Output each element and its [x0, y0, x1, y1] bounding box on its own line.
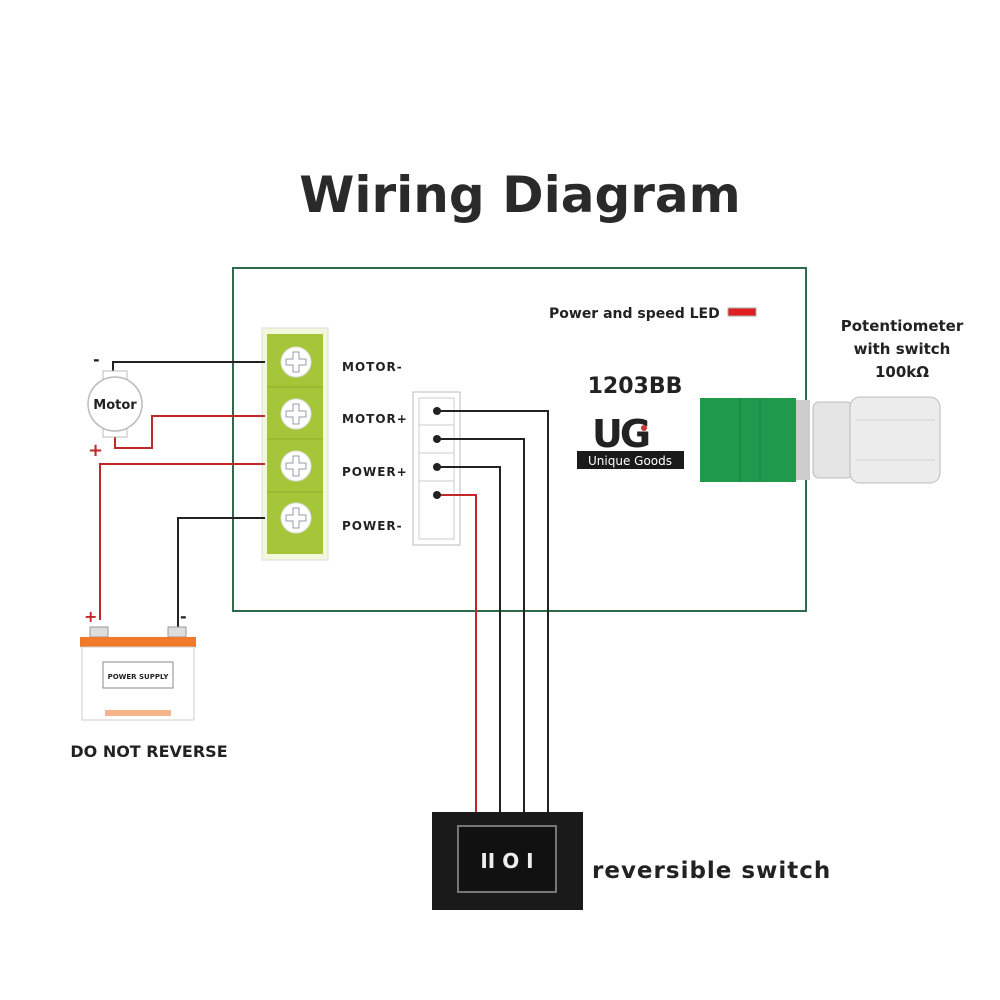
screw-cross-icon: [285, 351, 307, 373]
diagram-title: Wiring Diagram: [299, 166, 741, 224]
potentiometer-label-line1: Potentiometer: [841, 317, 964, 335]
battery-minus-sign: -: [180, 607, 187, 626]
led-label: Power and speed LED: [549, 306, 720, 322]
screw-cross-icon: [285, 403, 307, 425]
switch-wires: [433, 407, 549, 812]
screw-icon: [280, 502, 312, 534]
screw-icon: [280, 346, 312, 378]
terminal-label-motor-plus: MOTOR+: [342, 412, 408, 426]
potentiometer: [700, 396, 941, 484]
switch-glyph: II O I: [480, 849, 533, 873]
motor: Motor - +: [87, 350, 143, 461]
led-indicator: [727, 307, 757, 317]
svg-text:Unique Goods: Unique Goods: [588, 454, 672, 468]
brand-logo: UG Unique Goods: [577, 412, 684, 469]
screw-icon: [280, 450, 312, 482]
potentiometer-label-line2: with switch: [854, 340, 951, 358]
terminal-label-power-plus: POWER+: [342, 465, 408, 479]
motor-label: Motor: [93, 398, 137, 413]
terminal-label-motor-minus: MOTOR-: [342, 360, 403, 374]
screw-cross-icon: [285, 455, 307, 477]
battery-label: POWER SUPPLY: [108, 673, 170, 681]
switch-label: reversible switch: [592, 858, 831, 884]
screw-cross-icon: [285, 507, 307, 529]
battery-plus-sign: +: [84, 607, 97, 626]
terminal-screws: [280, 346, 312, 534]
battery: POWER SUPPLY + -: [80, 607, 196, 721]
screw-icon: [280, 398, 312, 430]
battery-warning: DO NOT REVERSE: [70, 742, 227, 761]
motor-plus-sign: +: [88, 440, 103, 461]
model-label: 1203BB: [588, 374, 683, 399]
potentiometer-label-line3: 100kΩ: [875, 363, 929, 381]
motor-minus-sign: -: [93, 350, 100, 369]
terminal-label-power-minus: POWER-: [342, 519, 403, 533]
svg-text:UG: UG: [592, 412, 649, 456]
reversible-switch: II O I: [432, 812, 583, 910]
